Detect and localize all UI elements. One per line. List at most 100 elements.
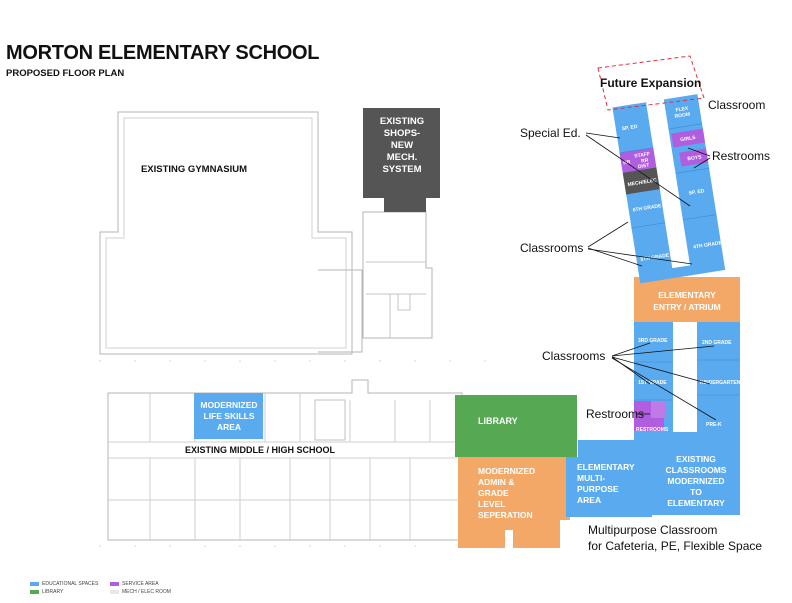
legend-educational-label: EDUCATIONAL SPACES (42, 581, 99, 587)
restrooms-top-annotation: Restrooms (712, 149, 770, 163)
life-skills-label-3: AREA (217, 422, 241, 432)
legend-left: EDUCATIONAL SPACES LIBRARY (30, 580, 98, 596)
middle-high-rooms (108, 393, 462, 540)
leader-classrooms-upper-1 (587, 221, 629, 248)
grade1-label: 1ST GRADE (638, 380, 667, 386)
multipurpose-annotation-1: Multipurpose Classroom (588, 523, 717, 537)
mech-elec-room (622, 167, 660, 195)
kindergarten-label: KINDERGARTEN (700, 380, 741, 386)
multipurpose-label-2: MULTI- (577, 473, 605, 483)
restrooms-room-label: RESTROOMS (636, 427, 669, 433)
grade3-label: 3RD GRADE (638, 338, 668, 344)
gymnasium-outline (99, 111, 353, 355)
leader-classrooms-lower-4 (611, 356, 711, 385)
upper-wing-lines (619, 123, 717, 229)
restrooms-lower-annotation: Restrooms (586, 407, 644, 421)
future-expansion-label: Future Expansion (600, 76, 701, 90)
entry-label-2: ENTRY / ATRIUM (653, 302, 721, 312)
upper-wing-corridor (646, 99, 691, 269)
legend-right: SERVICE AREA MECH / ELEC ROOM (110, 580, 171, 596)
shops-annex-rooms (366, 261, 426, 338)
multipurpose-area (566, 457, 652, 517)
grade2-label: 2ND GRADE (702, 340, 732, 346)
legend-library-swatch (30, 590, 39, 594)
admin-label-1: MODERNIZED (478, 466, 535, 476)
service-staff (631, 147, 655, 161)
gym-annex (318, 269, 363, 353)
leader-classrooms-upper-3 (587, 248, 693, 265)
multipurpose-label-1: ELEMENTARY (577, 462, 635, 472)
prek-label: PRE-K (706, 422, 722, 428)
life-skills-label-1: MODERNIZED (200, 400, 257, 410)
page-subtitle: PROPOSED FLOOR PLAN (6, 68, 125, 79)
sp-ed-1-label: SP. ED (621, 124, 638, 132)
legend-library: LIBRARY (30, 588, 98, 596)
legend-educational-swatch (30, 582, 39, 586)
grid-ticks (99, 360, 486, 547)
shops-label-4: MECH. (387, 152, 418, 163)
girls-label: GIRLS (680, 135, 697, 143)
leader-special-ed-1 (585, 132, 621, 139)
sp-ed-2-label: SP. ED (688, 188, 705, 196)
library-area (455, 395, 577, 457)
mech-elec-label: MECH/ELEC (627, 177, 657, 188)
admin-label-2: ADMIN & (478, 477, 514, 487)
leader-classrooms-lower-5 (611, 357, 717, 421)
gymnasium-label: EXISTING GYMNASIUM (141, 164, 247, 175)
restrooms-lower-2 (651, 401, 665, 418)
admin-label-4: LEVEL (478, 499, 505, 509)
multipurpose-annotation-2: for Cafeteria, PE, Flexible Space (588, 539, 762, 553)
existing-classrooms-label-4: TO (690, 487, 702, 497)
legend-mech-label: MECH / ELEC ROOM (122, 589, 171, 595)
leader-classrooms-upper-2 (587, 247, 643, 267)
service-dist (633, 157, 657, 171)
existing-classrooms-label-1: EXISTING (676, 454, 716, 464)
flex-room-label-1: FLEX (675, 106, 689, 114)
middle-high-outline (107, 379, 463, 541)
existing-classrooms-label-2: CLASSROOMS (666, 465, 727, 475)
lower-block-lines (634, 359, 740, 401)
classrooms-lower-annotation: Classrooms (542, 349, 605, 363)
classroom-annotation: Classroom (708, 98, 765, 112)
rr2-label: RR (641, 158, 649, 165)
middle-high-label: EXISTING MIDDLE / HIGH SCHOOL (185, 445, 336, 455)
legend-library-label: LIBRARY (42, 589, 64, 595)
service-girls (671, 128, 706, 148)
life-skills-area (194, 393, 263, 439)
grade4-label: 4TH GRADE (693, 240, 723, 251)
existing-shops-building (363, 108, 440, 212)
classrooms-upper-annotation: Classrooms (520, 241, 583, 255)
leader-special-ed-2 (585, 134, 691, 207)
shops-label-5: SYSTEM (382, 164, 421, 175)
upper-wing: SP. ED FLEX ROOM GIRLS BOYS RR STAFF RR … (612, 94, 726, 284)
shops-label-2: SHOPS- (384, 128, 420, 139)
dist-label: DIST (638, 162, 650, 170)
future-expansion-outline (597, 55, 705, 111)
entry-label-1: ELEMENTARY (658, 290, 716, 300)
admin-label-3: GRADE (478, 488, 509, 498)
existing-classrooms-area (578, 440, 740, 515)
legend-service-label: SERVICE AREA (122, 581, 159, 587)
service-rr (619, 151, 635, 173)
leader-restrooms-top-2 (693, 157, 711, 169)
existing-classrooms-label-5: ELEMENTARY (667, 498, 725, 508)
legend-service-swatch (110, 582, 119, 586)
library-label: LIBRARY (478, 416, 518, 426)
multipurpose-label-3: PURPOSE (577, 484, 619, 494)
entry-atrium (634, 277, 740, 322)
leader-lines (585, 132, 717, 421)
existing-classrooms-label-3: MODERNIZED (667, 476, 724, 486)
shops-label-3: NEW (391, 140, 413, 151)
admin-area (458, 457, 570, 548)
boys-label: BOYS (687, 154, 703, 162)
gymnasium-inner (105, 117, 347, 349)
legend-service: SERVICE AREA (110, 580, 171, 588)
legend-mech: MECH / ELEC ROOM (110, 588, 171, 596)
shops-annex-outline (362, 211, 433, 339)
special-ed-annotation: Special Ed. (520, 126, 581, 140)
middle-high-core (314, 399, 346, 441)
leader-restrooms-top-1 (687, 147, 711, 157)
legend-educational: EDUCATIONAL SPACES (30, 580, 98, 588)
legend-mech-swatch (110, 590, 119, 594)
